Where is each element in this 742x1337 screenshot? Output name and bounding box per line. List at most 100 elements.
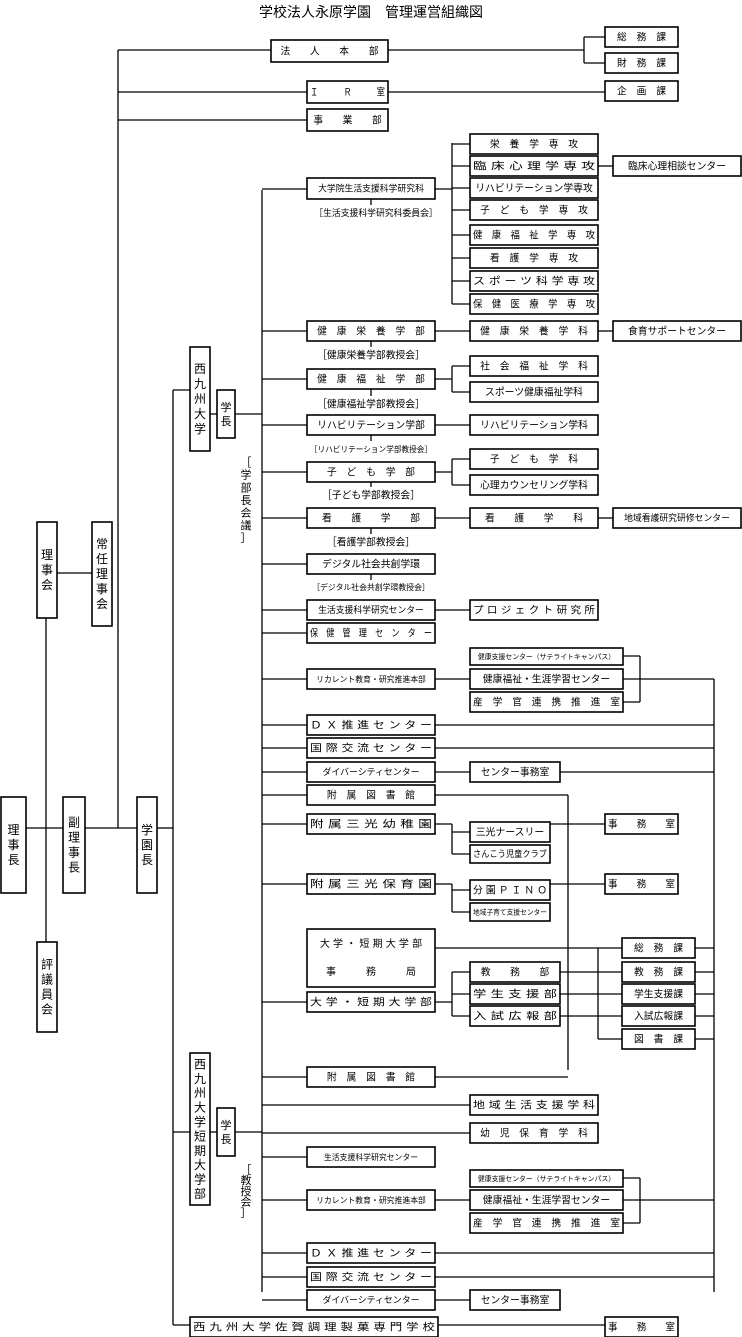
- jigyobu-box-label: 事 業 部: [313, 114, 382, 127]
- shakai-fukushi-gakka-box-label: 社 会 福 祉 学 科: [480, 360, 588, 373]
- hoken-senko-box-label: 保 健 医 療 学 専 攻: [473, 298, 595, 311]
- diversity-2-box-label: ダイバーシティセンター: [322, 1294, 419, 1306]
- satellite-2-box-label: 健康支援センター（サテライトキャンパス）: [478, 1174, 615, 1183]
- riha-kyojukai-label: ［リハビリテーション学部教授会］: [310, 444, 432, 454]
- satellite-box-label: 健康支援センター（サテライトキャンパス）: [478, 652, 615, 661]
- shakai-fukushi-gakka-box: 社 会 福 祉 学 科: [469, 355, 599, 377]
- chiiki-seikatsu-box: 地 域 生 活 支 援 学 科: [469, 1094, 599, 1116]
- gakusei-ka-box-label: 学生支援課: [634, 988, 683, 1001]
- zaimu-ka-box: 財 務 課: [604, 52, 679, 74]
- riha-gakka-box: リハビリテーション学科: [469, 414, 599, 436]
- project-box-label: プ ロ ジ ェ ク ト 研 究 所: [473, 604, 595, 617]
- senmon-box-label: 西 九 州 大 学 佐 賀 調 理 製 菓 専 門 学 校: [193, 1321, 435, 1334]
- chiiki-kosodate-box-label: 地域子育て支援センター: [473, 908, 547, 917]
- sports-kenko-gakka-box: スポーツ健康福祉学科: [469, 381, 599, 403]
- gakusei-bu-box: 学 生 支 援 部: [469, 983, 561, 1005]
- jimushitsu-1-box: 事 務 室: [604, 813, 679, 835]
- center-jimu-box-label: センター事務室: [481, 766, 550, 779]
- sanko-jido-box-label: さんこう児童クラブ: [473, 848, 547, 860]
- tosho-ka-box-label: 図 書 課: [634, 1033, 683, 1046]
- kikaku-ka-box: 企 画 課: [604, 80, 679, 102]
- fuzoku-yochien-box: 附 属 三 光 幼 稚 園: [306, 813, 436, 835]
- dx-center-2-box: Ｄ Ｘ 推 進 セ ン タ ー: [306, 1242, 436, 1264]
- tanki-box-label: 西九州大学短期大学部: [194, 1057, 206, 1201]
- seikatsu-center-2-box: 生活支援科学研究センター: [306, 1146, 436, 1168]
- kenko-fukushi-senko-box: 健 康 福 祉 学 専 攻: [469, 224, 599, 246]
- sports-senko-box-label: ス ポ ー ツ 科 学 専 攻: [473, 275, 595, 288]
- kango-gakubu-box: 看 護 学 部: [306, 507, 436, 529]
- rijicho-box-label: 理事長: [7, 823, 19, 867]
- kokusai-center-2-box: 国 際 交 流 セ ン タ ー: [306, 1266, 436, 1288]
- senmon-box: 西 九 州 大 学 佐 賀 調 理 製 菓 専 門 学 校: [189, 1316, 439, 1337]
- kodomo-gakubu-box-label: 子 ど も 学 部: [327, 466, 415, 479]
- fuzoku-toshokan-box: 附 属 図 書 館: [306, 784, 436, 806]
- jimushitsu-1-box-label: 事 務 室: [608, 818, 675, 831]
- nyushi-ka-box: 入試広報課: [621, 1005, 696, 1027]
- kenko-eiyo-gakubu-box: 健 康 栄 養 学 部: [306, 320, 436, 342]
- sangakukan-2-box: 産 学 官 連 携 推 進 室: [469, 1212, 624, 1234]
- shogai-center-2-box-label: 健康福祉・生涯学習センター: [483, 1194, 610, 1207]
- nyushi-ka-box-label: 入試広報課: [634, 1010, 683, 1023]
- kenko-fukushi-gakubu-box: 健 康 福 祉 学 部: [306, 368, 436, 390]
- kenko-eiyo-gakka-box-label: 健 康 栄 養 学 科: [480, 325, 588, 338]
- fuzoku-toshokan-2-box: 附 属 図 書 館: [306, 1066, 436, 1088]
- kango-kyojukai: ［看護学部教授会］: [327, 536, 415, 549]
- kodomo-kyojukai: ［子ども学部教授会］: [322, 489, 420, 502]
- shogai-center-box-label: 健康福祉・生涯学習センター: [483, 673, 610, 686]
- chiiki-kosodate-box: 地域子育て支援センター: [469, 902, 551, 922]
- kyomu-bu-box-label: 教 務 部: [481, 966, 550, 979]
- univ-box-label: 西九州大学: [194, 362, 206, 436]
- zaimu-ka-box-label: 財 務 課: [617, 57, 666, 70]
- univ-box: 西九州大学: [189, 346, 211, 452]
- kenko-eiyo-kyojukai: ［健康栄養学部教授会］: [317, 349, 425, 362]
- ir-box-label: Ｉ Ｒ 室: [310, 86, 385, 99]
- eiyogaku-senko-box: 栄 養 学 専 攻: [469, 133, 599, 155]
- jimukyoku-box-label: 大 学 ・ 短 期 大 学 部事 務 局: [320, 937, 422, 978]
- yoji-hoiku-box: 幼 児 保 育 学 科: [469, 1122, 599, 1144]
- fuzoku-yochien-box-label: 附 属 三 光 幼 稚 園: [310, 818, 432, 831]
- kyojukai-label-label: ［教授会］: [241, 1163, 252, 1219]
- shoku-center-box: 食育サポートセンター: [612, 320, 742, 342]
- gakubucho-kaigi-label: ［学部長会議］: [241, 456, 252, 544]
- kango-senko-box: 看 護 学 専 攻: [469, 247, 599, 269]
- jimushitsu-2-box: 事 務 室: [604, 873, 679, 895]
- somu-ka2-box: 総 務 課: [621, 937, 696, 959]
- riha-gakubu-box-label: リハビリテーション学部: [317, 419, 425, 432]
- kenko-fukushi-senko-box-label: 健 康 福 祉 学 専 攻: [473, 229, 595, 242]
- recurrent-2-box: リカレント教育・研究推進本部: [306, 1189, 436, 1211]
- seikatsu-center-2-box-label: 生活支援科学研究センター: [324, 1152, 418, 1162]
- somu-ka-box: 総 務 課: [604, 26, 679, 48]
- rinsho-senko-box-label: 臨 床 心 理 学 専 攻: [473, 160, 595, 173]
- chiiki-kango-box-label: 地域看護研究研修センター: [624, 512, 730, 524]
- hoken-kanri-box-label: 保 健 管 理 セ ン タ ー: [310, 627, 432, 640]
- digital-kyojukai-label: ［デジタル社会共創学環教授会］: [312, 582, 430, 592]
- rijicho-box: 理事長: [0, 796, 27, 894]
- sports-kenko-gakka-box-label: スポーツ健康福祉学科: [485, 386, 583, 399]
- recurrent-box: リカレント教育・研究推進本部: [306, 668, 436, 690]
- eiyogaku-senko-box-label: 栄 養 学 専 攻: [490, 138, 578, 151]
- somu-ka2-box-label: 総 務 課: [634, 942, 683, 955]
- digital-kyojukai: ［デジタル社会共創学環教授会］: [312, 582, 430, 592]
- kango-gakka-box: 看 護 学 科: [469, 507, 599, 529]
- gakucho-2-box: 学長: [216, 1107, 236, 1157]
- fuzoku-hoikuen-box: 附 属 三 光 保 育 園: [306, 873, 436, 895]
- seikatsu-center-box-label: 生活支援科学研究センター: [318, 604, 424, 616]
- daigakuin-box: 大学院生活支援科学研究科: [306, 177, 436, 200]
- sangakukan-box-label: 産 学 官 連 携 推 進 室: [473, 696, 620, 709]
- kokusai-center-box-label: 国 際 交 流 セ ン タ ー: [310, 742, 432, 755]
- kenko-fukushi-kyojukai-label: ［健康福祉学部教授会］: [317, 398, 425, 411]
- daigaku-tanki-box-label: 大 学 ・ 短 期 大 学 部: [310, 996, 432, 1009]
- kenko-eiyo-gakubu-box-label: 健 康 栄 養 学 部: [317, 325, 425, 338]
- shoku-center-box-label: 食育サポートセンター: [628, 325, 726, 338]
- chiiki-seikatsu-box-label: 地 域 生 活 支 援 学 科: [473, 1099, 595, 1112]
- kodomo-senko-box-label: 子 ど も 学 専 攻: [480, 204, 588, 217]
- rinsho-center-box-label: 臨床心理相談センター: [628, 160, 726, 173]
- hoken-senko-box: 保 健 医 療 学 専 攻: [469, 293, 599, 315]
- riha-gakka-box-label: リハビリテーション学科: [480, 419, 588, 432]
- dx-center-box: Ｄ Ｘ 推 進 セ ン タ ー: [306, 714, 436, 736]
- joninrijikai-box-label: 常任理事会: [96, 537, 108, 611]
- jimukyoku-box: 大 学 ・ 短 期 大 学 部事 務 局: [306, 928, 436, 988]
- gakusei-bu-box-label: 学 生 支 援 部: [473, 988, 557, 1001]
- kodomo-gakka-box: 子 ど も 学 科: [469, 448, 599, 470]
- hojin-honbu-box-label: 法 人 本 部: [281, 45, 379, 58]
